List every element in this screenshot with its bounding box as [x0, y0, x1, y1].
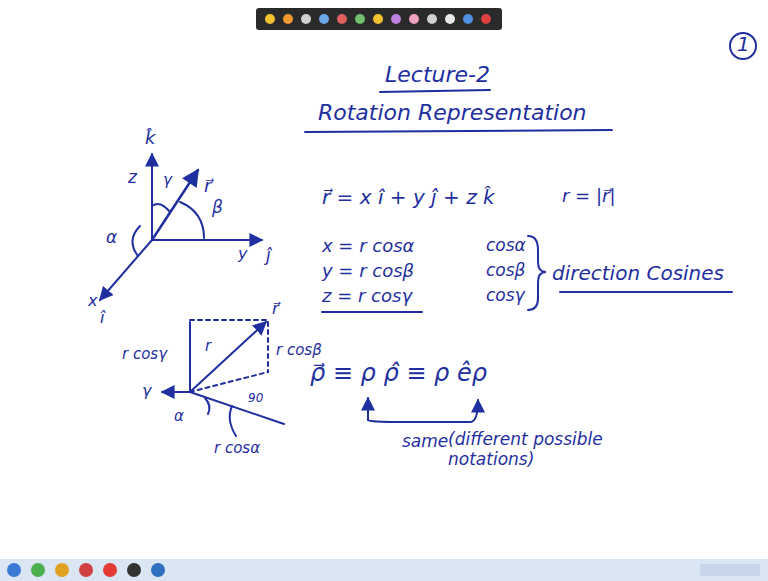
handwritten-label: y [238, 245, 247, 263]
ink [100, 33, 768, 436]
handwritten-label: k̂ [145, 128, 155, 149]
handwritten-label: r cosβ [276, 342, 322, 359]
handwritten-label: direction Cosines [552, 262, 724, 285]
handwritten-label: ρ⃗ ≡ ρ ρ̂ ≡ ρ êρ [310, 360, 487, 388]
handwritten-label: ĵ [266, 246, 271, 266]
handwritten-label: 90 [248, 392, 263, 406]
handwritten-label: α [174, 408, 184, 425]
handwritten-label: r cosα [214, 440, 260, 457]
handwritten-label: γ [142, 382, 151, 400]
taskbar [0, 559, 768, 581]
lecture-title: Lecture-2 [385, 62, 490, 87]
handwritten-label: r [205, 338, 211, 355]
handwritten-label: r cosγ [122, 346, 167, 363]
handwritten-label: α [106, 228, 117, 248]
handwritten-label: x = r cosα [322, 236, 414, 257]
handwritten-label: cosβ [486, 261, 525, 281]
handwritten-label: r⃗ [272, 300, 279, 318]
handwritten-label: γ [163, 172, 172, 189]
handwritten-label: r⃗ = x î + y ĵ + z k̂ [322, 186, 495, 209]
handwritten-label: r = |r⃗| [562, 186, 615, 207]
handwritten-label: r⃗ [204, 176, 211, 197]
handwritten-label: cosγ [486, 286, 525, 306]
handwritten-label: same [402, 432, 448, 452]
handwritten-label: Rotation Representation [318, 100, 587, 125]
handwritten-label: β [212, 198, 223, 218]
handwritten-label: y = r cosβ [322, 261, 414, 282]
handwritten-label: z = r cosγ [322, 286, 412, 307]
handwritten-label: cosα [486, 236, 526, 256]
handwritten-label: x [88, 292, 97, 310]
handwritten-label: z [128, 168, 137, 188]
toolbar [256, 8, 502, 30]
handwritten-label: 1 [737, 33, 750, 56]
handwritten-label: (different possible notations) [448, 430, 648, 469]
handwritten-label: î [100, 309, 104, 327]
